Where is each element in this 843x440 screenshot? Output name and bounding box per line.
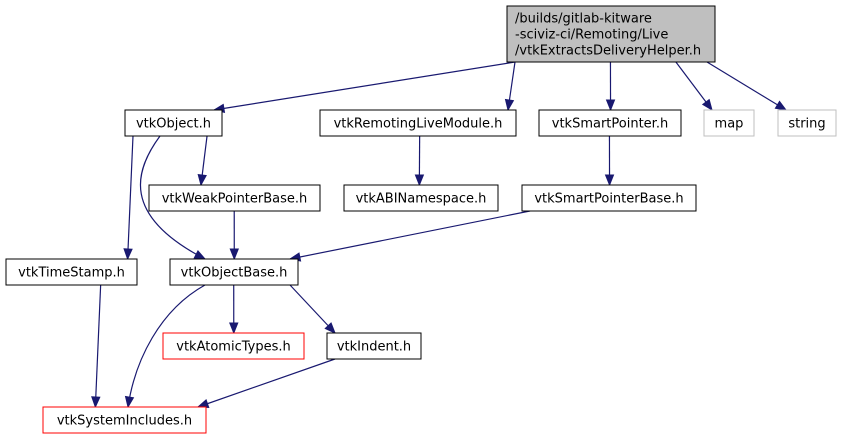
node-box [506,5,716,63]
edge-arrowhead [229,322,239,335]
node-vtkObjectBase[interactable]: vtkObjectBase.h [169,258,299,286]
edge-arrowhead [91,396,101,409]
edge-line [706,61,787,111]
edge-arrowhead [197,173,207,187]
edge-vtkObjectBase-to-vtkSystemIncludes [124,284,206,409]
node-map[interactable]: map [703,109,755,137]
edge-vtkWeakPointerBase-to-vtkObjectBase [229,210,240,261]
edge-arrowhead [124,395,135,409]
edge-vtkRemotingLiveModule-to-vtkABINamespace [414,135,425,187]
node-vtkTimeStamp[interactable]: vtkTimeStamp.h [5,258,138,286]
edge-arrowhead [701,98,713,112]
edge-arrowhead [604,174,615,187]
edge-vtkObjectBase-to-vtkAtomicTypes [229,284,239,335]
node-vtkObject[interactable]: vtkObject.h [124,109,223,137]
node-box [777,109,837,137]
edge-root-to-vtkRemotingLiveModule [504,61,516,112]
edge-line [127,284,206,408]
node-layer: /builds/gitlab-kitware-sciviz-ci/Remotin… [5,5,837,434]
edge-root-to-map [675,61,713,112]
node-vtkRemotingLiveModule[interactable]: vtkRemotingLiveModule.h [319,109,517,137]
node-box [148,184,321,212]
node-vtkABINamespace[interactable]: vtkABINamespace.h [343,184,499,212]
node-vtkSmartPointerBase[interactable]: vtkSmartPointerBase.h [521,184,697,212]
node-box [42,406,207,434]
node-box [169,258,299,286]
edge-vtkObject-to-vtkObjectBase [139,135,207,260]
edge-vtkObject-to-vtkTimeStamp [123,135,134,261]
edge-arrowhead [193,249,207,260]
node-label: vtkSystemIncludes.h [57,414,192,429]
node-vtkWeakPointerBase[interactable]: vtkWeakPointerBase.h [148,184,321,212]
edge-vtkObjectBase-to-vtkIndent [289,284,336,334]
node-label: vtkObject.h [136,117,211,132]
node-box [319,109,517,137]
edge-line [139,135,206,260]
node-label: /builds/gitlab-kitware [515,12,652,27]
edge-arrowhead [324,322,336,334]
node-label: vtkWeakPointerBase.h [162,192,308,207]
node-root[interactable]: /builds/gitlab-kitware-sciviz-ci/Remotin… [506,5,716,63]
node-label: vtkObjectBase.h [181,266,288,281]
edge-root-to-string [706,61,788,111]
node-box [343,184,499,212]
edge-line [197,358,336,408]
edge-arrowhead [605,99,616,112]
node-label: string [788,117,825,132]
node-box [538,109,682,137]
node-box [162,332,305,360]
edge-line [289,210,531,260]
edge-arrowhead [196,399,210,409]
node-box [5,258,138,286]
node-label: map [715,117,744,132]
edge-arrowhead [774,100,788,111]
edge-vtkObject-to-vtkWeakPointerBase [197,135,208,187]
edge-vtkTimeStamp-to-vtkSystemIncludes [91,284,102,409]
node-box [326,332,422,360]
edge-vtkIndent-to-vtkSystemIncludes [196,358,336,409]
node-label: -sciviz-ci/Remoting/Live [515,28,668,43]
edge-line [289,284,336,334]
edge-line [213,61,516,111]
node-label: vtkSmartPointerBase.h [534,192,683,207]
node-vtkSystemIncludes[interactable]: vtkSystemIncludes.h [42,406,207,434]
node-vtkAtomicTypes[interactable]: vtkAtomicTypes.h [162,332,305,360]
node-label: vtkIndent.h [337,340,411,355]
edge-root-to-vtkObject [212,61,516,114]
node-label: vtkABINamespace.h [356,192,487,207]
edge-vtkSmartPointer-to-vtkSmartPointerBase [604,135,615,187]
edge-arrowhead [414,174,425,187]
edge-layer [91,61,788,409]
node-vtkSmartPointer[interactable]: vtkSmartPointer.h [538,109,682,137]
node-vtkIndent[interactable]: vtkIndent.h [326,332,422,360]
node-label: vtkTimeStamp.h [18,266,125,281]
node-label: vtkRemotingLiveModule.h [334,117,503,132]
edge-arrowhead [504,98,515,112]
edge-line [127,135,134,260]
node-label: /vtkExtractsDeliveryHelper.h [515,44,701,59]
edge-vtkSmartPointerBase-to-vtkObjectBase [288,210,531,262]
node-string[interactable]: string [777,109,837,137]
node-box [521,184,697,212]
node-label: vtkAtomicTypes.h [176,340,290,355]
edge-arrowhead [229,248,240,261]
edge-line [94,284,102,408]
node-box [703,109,755,137]
node-box [124,109,223,137]
edge-root-to-vtkSmartPointer [605,61,616,112]
node-label: vtkSmartPointer.h [552,117,668,132]
edge-arrowhead [123,248,133,261]
